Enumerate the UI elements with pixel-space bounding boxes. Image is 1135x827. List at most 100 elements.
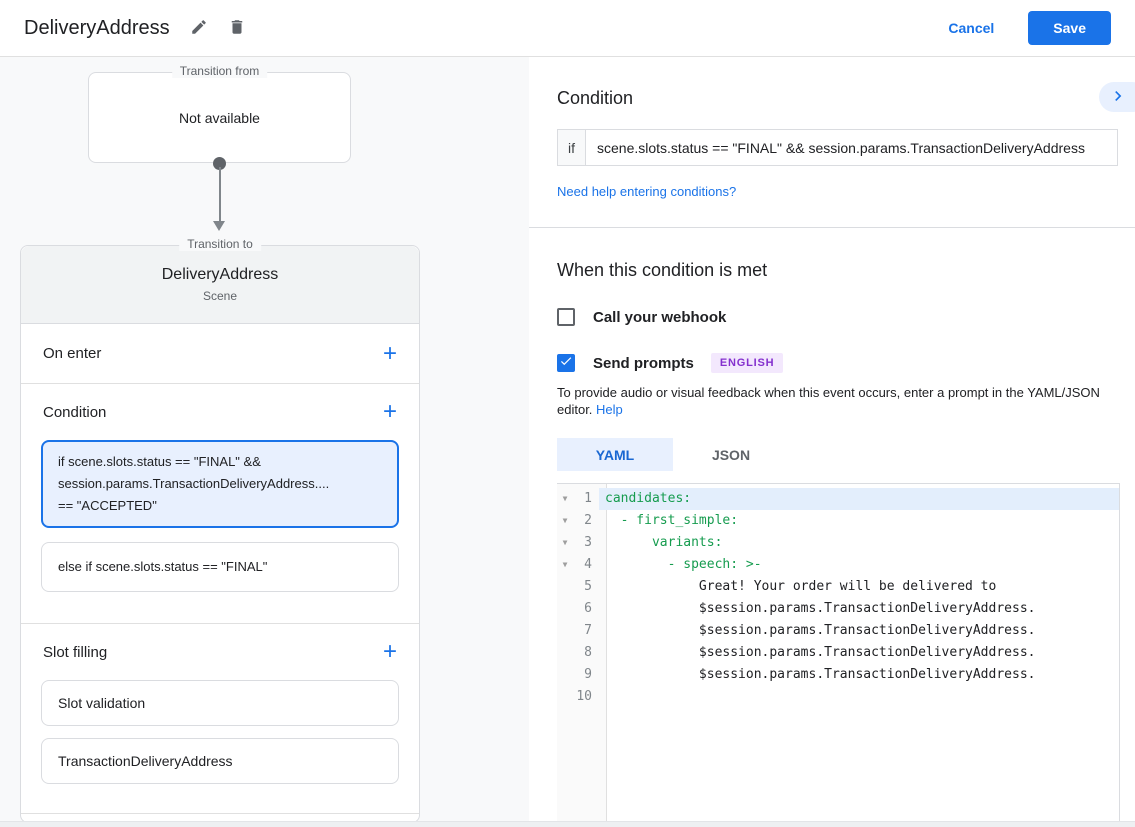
cancel-button[interactable]: Cancel — [948, 20, 995, 36]
line-number: 2 — [584, 513, 592, 528]
fold-arrow-icon[interactable] — [557, 664, 573, 686]
add-on-enter-button[interactable]: + — [382, 339, 397, 367]
condition-expression-row: if — [557, 129, 1118, 166]
pencil-icon — [190, 18, 208, 39]
fold-arrow-icon[interactable]: ▼ — [562, 494, 568, 503]
fold-arrow-icon[interactable] — [557, 598, 573, 620]
panel-divider — [529, 227, 1135, 228]
condition-line: session.params.TransactionDeliveryAddres… — [58, 476, 330, 491]
fold-arrow-icon[interactable]: ▼ — [562, 560, 568, 569]
when-met-title: When this condition is met — [557, 260, 768, 280]
slot-filling-section: Slot filling + Slot validation Transacti… — [21, 624, 419, 814]
prompts-description: To provide audio or visual feedback when… — [557, 385, 1100, 417]
slot-item-transaction-delivery-address[interactable]: TransactionDeliveryAddress — [41, 738, 399, 784]
scene-diagram-panel: Transition from Not available Transition… — [0, 57, 529, 827]
line-text[interactable]: $session.params.TransactionDeliveryAddre… — [605, 601, 1036, 616]
condition-section: Condition + if scene.slots.status == "FI… — [21, 384, 419, 624]
fold-arrow-icon[interactable]: ▼ — [562, 516, 568, 525]
send-prompts-label: Send prompts — [593, 354, 694, 372]
code-line: ▼ 1 candidates: — [557, 488, 1119, 510]
fold-arrow-icon[interactable]: ▼ — [562, 538, 568, 547]
line-text[interactable]: $session.params.TransactionDeliveryAddre… — [605, 623, 1036, 638]
trash-icon — [228, 18, 246, 39]
line-number: 4 — [584, 557, 592, 572]
fold-arrow-icon[interactable] — [557, 642, 573, 664]
line-text[interactable]: Great! Your order will be delivered to — [605, 579, 997, 594]
line-text[interactable]: $session.params.TransactionDeliveryAddre… — [605, 667, 1036, 682]
line-number: 10 — [576, 689, 592, 704]
line-number: 8 — [584, 645, 592, 660]
send-prompts-checkbox[interactable] — [557, 354, 575, 372]
condition-section-header: Condition + — [21, 384, 419, 440]
horizontal-scrollbar[interactable] — [0, 821, 1135, 827]
line-text[interactable]: - first_simple: — [605, 513, 739, 528]
line-number: 5 — [584, 579, 592, 594]
line-text[interactable] — [599, 686, 1119, 708]
fold-arrow-icon[interactable] — [557, 576, 573, 598]
edit-scene-button[interactable] — [190, 18, 208, 39]
code-line: 7 $session.params.TransactionDeliveryAdd… — [557, 620, 1119, 642]
tab-yaml[interactable]: YAML — [557, 438, 673, 471]
transition-from-value: Not available — [179, 109, 260, 126]
save-button[interactable]: Save — [1028, 11, 1111, 45]
code-line: 6 $session.params.TransactionDeliveryAdd… — [557, 598, 1119, 620]
chevron-right-icon — [1108, 86, 1128, 109]
condition-line: if scene.slots.status == "FINAL" && — [58, 454, 261, 469]
condition-line: else if scene.slots.status == "FINAL" — [58, 559, 268, 574]
line-text[interactable]: $session.params.TransactionDeliveryAddre… — [605, 645, 1036, 660]
code-line: ▼ 4 - speech: >- — [557, 554, 1119, 576]
transition-from-box: Transition from Not available — [88, 64, 351, 163]
yaml-code-editor[interactable]: ▼ 1 candidates: ▼ 2 - first_simple: ▼ 3 … — [557, 483, 1120, 827]
line-number: 3 — [584, 535, 592, 550]
tab-json[interactable]: JSON — [673, 438, 789, 471]
condition-panel-title: Condition — [557, 88, 634, 108]
page-title: DeliveryAddress — [24, 16, 170, 39]
webhook-row: Call your webhook — [557, 308, 1135, 326]
code-line: ▼ 3 variants: — [557, 532, 1119, 554]
delete-scene-button[interactable] — [228, 18, 246, 39]
add-condition-button[interactable]: + — [382, 398, 397, 425]
editor-tabs: YAML JSON — [557, 438, 1135, 471]
language-badge: ENGLISH — [710, 353, 784, 373]
fold-arrow-icon[interactable] — [557, 620, 573, 642]
add-slot-button[interactable]: + — [382, 638, 397, 665]
line-text[interactable]: - speech: >- — [605, 557, 762, 572]
call-webhook-checkbox[interactable] — [557, 308, 575, 326]
send-prompts-row: Send prompts ENGLISH — [557, 353, 1135, 373]
line-number: 7 — [584, 623, 592, 638]
collapse-panel-button[interactable] — [1099, 82, 1135, 112]
line-number: 1 — [584, 491, 592, 506]
fold-arrow-icon[interactable] — [557, 686, 573, 708]
line-number: 6 — [584, 601, 592, 616]
line-text[interactable]: variants: — [605, 535, 723, 550]
code-lines: ▼ 1 candidates: ▼ 2 - first_simple: ▼ 3 … — [557, 488, 1119, 708]
condition-expression-input[interactable] — [586, 129, 1118, 166]
slot-filling-header: Slot filling + — [21, 624, 419, 680]
line-text[interactable]: candidates: — [599, 488, 1119, 510]
condition-help-link[interactable]: Need help entering conditions? — [557, 184, 737, 199]
topbar-actions: Cancel Save — [948, 11, 1111, 45]
prompts-help-link[interactable]: Help — [596, 401, 623, 417]
main-split: Transition from Not available Transition… — [0, 57, 1135, 827]
code-line: 5 Great! Your order will be delivered to — [557, 576, 1119, 598]
checkmark-icon — [559, 354, 573, 373]
code-line: 9 $session.params.TransactionDeliveryAdd… — [557, 664, 1119, 686]
connector-arrowhead-icon — [213, 221, 225, 231]
on-enter-label: On enter — [43, 345, 102, 362]
condition-line: == "ACCEPTED" — [58, 498, 157, 513]
on-enter-row: On enter + — [21, 324, 419, 384]
connector-line — [218, 167, 221, 222]
condition-item-selected[interactable]: if scene.slots.status == "FINAL" && sess… — [41, 440, 399, 528]
code-line: ▼ 2 - first_simple: — [557, 510, 1119, 532]
condition-section-label: Condition — [43, 403, 107, 421]
condition-item[interactable]: else if scene.slots.status == "FINAL" — [41, 542, 399, 592]
code-line: 10 — [557, 686, 1119, 708]
transition-from-label: Transition from — [171, 64, 268, 78]
transition-to-card: Transition to DeliveryAddress Scene On e… — [20, 237, 420, 823]
code-line: 8 $session.params.TransactionDeliveryAdd… — [557, 642, 1119, 664]
call-webhook-label: Call your webhook — [593, 308, 727, 326]
transition-to-card-body: DeliveryAddress Scene On enter + Conditi… — [21, 246, 419, 822]
connector-dot — [213, 157, 226, 170]
slot-item-validation[interactable]: Slot validation — [41, 680, 399, 726]
